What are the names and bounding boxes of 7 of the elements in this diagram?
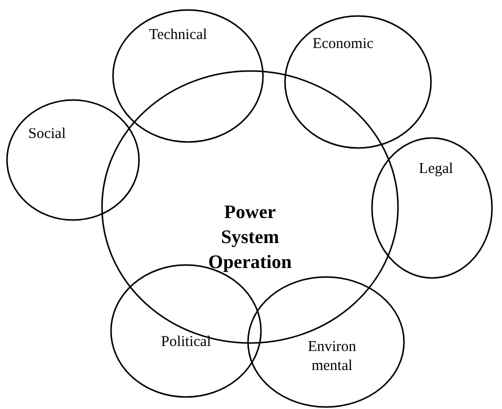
circle-label: Political <box>160 333 212 352</box>
circle-label: Legal <box>418 160 454 179</box>
circle-label: Economic <box>312 35 374 54</box>
circle-label: Social <box>27 125 67 144</box>
circle-label: Technical <box>148 26 208 45</box>
circle-label: Environ mental <box>306 338 358 376</box>
title-text: Power System Operation <box>207 201 293 275</box>
